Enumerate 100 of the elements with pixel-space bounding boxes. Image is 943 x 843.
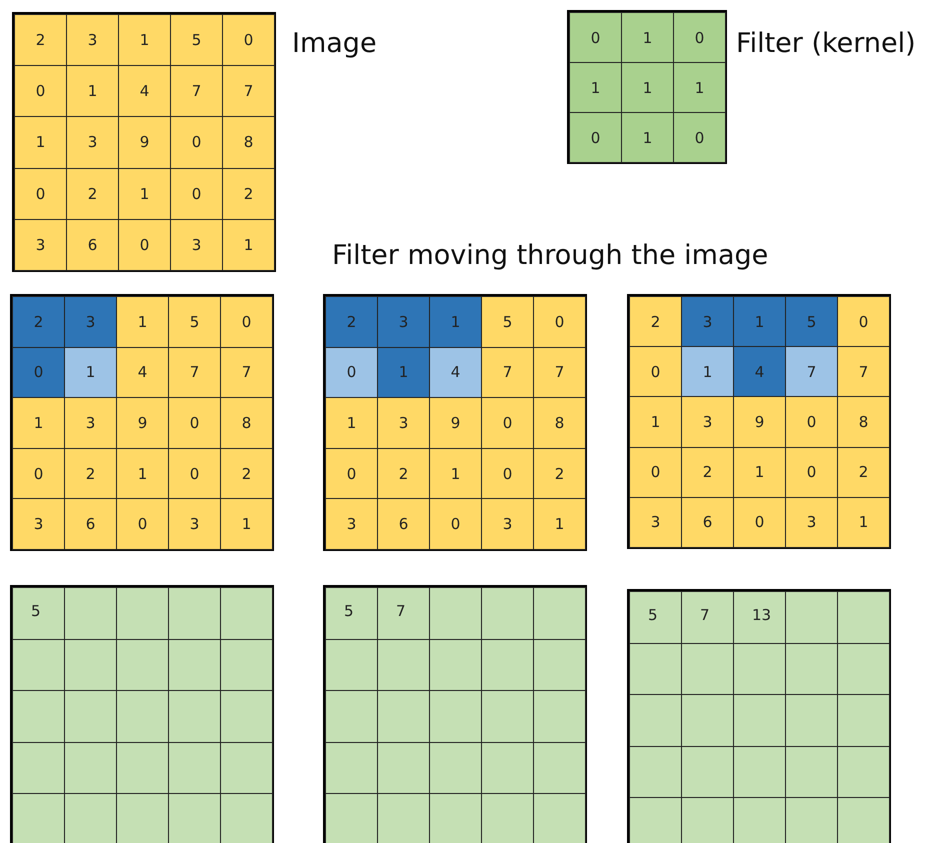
grid-cell: 3 [481,498,534,550]
grid-cell: 2 [220,448,273,500]
grid-cell: 0 [673,112,726,163]
grid-cell: 3 [377,296,430,348]
grid-cell: 2 [66,168,119,220]
grid-cell: 7 [170,65,223,118]
grid-cell: 0 [116,498,169,550]
grid-cell: 0 [533,296,586,348]
grid-cell: 5 [12,587,65,640]
grid-cell: 1 [621,12,674,63]
grid-cell: 4 [116,346,169,398]
grid-cell: 2 [12,296,65,348]
grid-cell: 1 [220,498,273,550]
grid-cell: 1 [733,446,786,498]
grid-cell: 7 [785,346,838,398]
grid-cell: 1 [533,498,586,550]
grid-cell: 3 [64,296,117,348]
grid-cell: 3 [64,397,117,449]
grid-cell: 3 [629,496,682,548]
grid-cell: 0 [168,397,221,449]
grid-cell: 8 [222,116,275,169]
grid-cell: 7 [481,346,534,398]
grid-cell: 13 [733,591,786,644]
grid-cell: 0 [481,448,534,500]
grid-cell: 1 [681,346,734,398]
grid-cell: 0 [837,296,890,348]
grid-cell: 3 [681,296,734,348]
grid-cell: 3 [168,498,221,550]
grid-cell: 0 [12,448,65,500]
grid-cell: 0 [733,496,786,548]
grid-cell: 7 [222,65,275,118]
grid-cell: 1 [621,112,674,163]
grid-cell: 1 [66,65,119,118]
grid-cell: 8 [837,396,890,448]
grid-cell: 8 [220,397,273,449]
grid-cell: 0 [481,397,534,449]
grid-cell: 3 [170,218,223,271]
grid-cell: 0 [220,296,273,348]
grid-cell: 0 [168,448,221,500]
grid-cell: 0 [673,12,726,63]
grid-cell: 1 [64,346,117,398]
grid-cell: 2 [64,448,117,500]
grid-cell: 4 [118,65,171,118]
grid-cell: 0 [629,446,682,498]
grid-cell: 1 [118,168,171,220]
grid-cell: 4 [733,346,786,398]
grid-cell: 1 [429,448,482,500]
grid-cell: 7 [168,346,221,398]
grid-cell: 3 [681,396,734,448]
grid-cell: 2 [325,296,378,348]
grid-cell: 0 [785,446,838,498]
grid-caption: Image [292,28,377,59]
grid-cell: 5 [168,296,221,348]
grid-cell: 1 [12,397,65,449]
grid-cell: 1 [733,296,786,348]
grid-cell: 1 [837,496,890,548]
grid-cell: 5 [481,296,534,348]
grid-cell: 0 [170,168,223,220]
grid-cell: 2 [533,448,586,500]
grid-cell: 0 [14,65,67,118]
grid-cell: 2 [222,168,275,220]
grid-cell: 1 [377,346,430,398]
grid-cell: 0 [569,12,622,63]
grid-cell: 2 [629,296,682,348]
grid-cell: 1 [629,396,682,448]
grid-cell: 0 [429,498,482,550]
grid-cell: 1 [222,218,275,271]
grid-cell: 6 [64,498,117,550]
grid-cell: 0 [325,346,378,398]
grid-cell: 0 [118,218,171,271]
grid-cell: 1 [429,296,482,348]
grid-cell: 3 [325,498,378,550]
grid-cell: 5 [170,14,223,66]
grid-caption: Filter (kernel) [736,28,916,59]
grid-cell: 1 [325,397,378,449]
grid-cell: 0 [629,346,682,398]
grid-cell: 7 [533,346,586,398]
grid-cell: 6 [681,496,734,548]
grid-cell: 5 [629,591,682,644]
grid-cell: 2 [14,14,67,66]
grid-cell: 0 [325,448,378,500]
grid-cell: 2 [377,448,430,500]
grid-cell: 9 [429,397,482,449]
grid-cell: 4 [429,346,482,398]
grid-cell: 0 [785,396,838,448]
heading: Filter moving through the image [332,240,768,271]
grid-cell: 3 [377,397,430,449]
grid-cell: 3 [12,498,65,550]
grid-cell: 1 [118,14,171,66]
grid-cell: 8 [533,397,586,449]
grid-cell: 3 [66,14,119,66]
grid-cell: 7 [837,346,890,398]
grid-cell: 6 [377,498,430,550]
grid-cell: 0 [12,346,65,398]
grid-cell: 1 [14,116,67,169]
grid-cell: 3 [14,218,67,271]
grid-cell: 7 [377,587,430,640]
grid-cell: 7 [681,591,734,644]
grid-cell: 9 [733,396,786,448]
grid-cell: 0 [14,168,67,220]
